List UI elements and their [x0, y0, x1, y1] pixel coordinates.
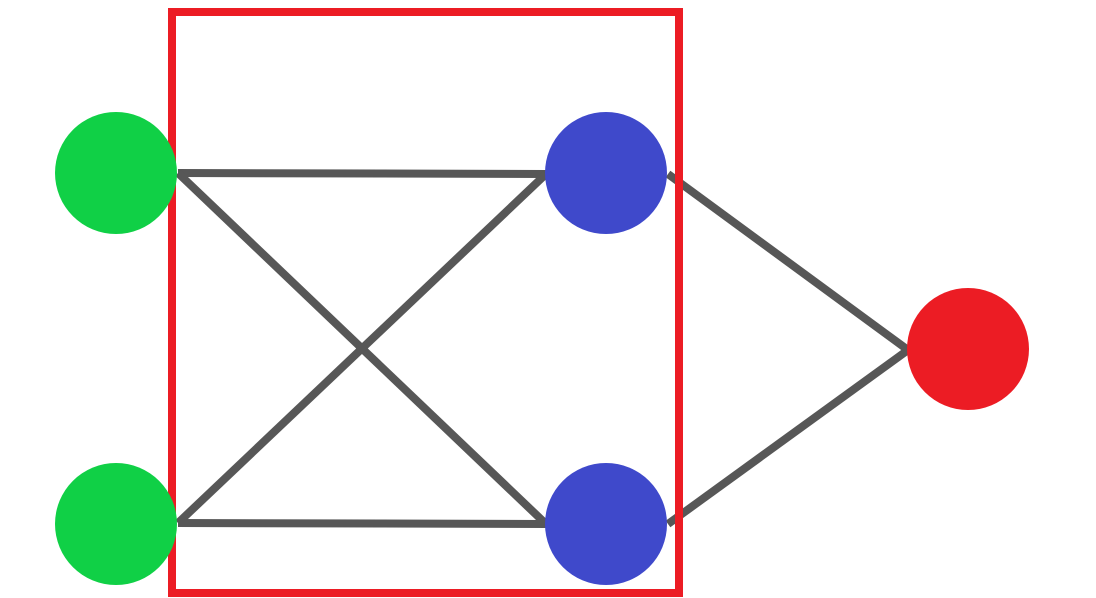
input-node-1 [55, 112, 177, 234]
output-node [907, 288, 1029, 410]
edges-group [175, 169, 911, 528]
input-node-2 [55, 463, 177, 585]
edge-input1-hidden1 [177, 169, 547, 178]
nodes-group [55, 112, 1029, 585]
hidden-node-1 [545, 112, 667, 234]
edge-input2-hidden1 [175, 171, 549, 526]
edge-hidden1-output [665, 170, 911, 354]
edge-hidden2-output [665, 346, 911, 528]
edge-input2-hidden2 [177, 519, 547, 528]
highlight-box [168, 8, 683, 597]
hidden-node-2 [545, 463, 667, 585]
